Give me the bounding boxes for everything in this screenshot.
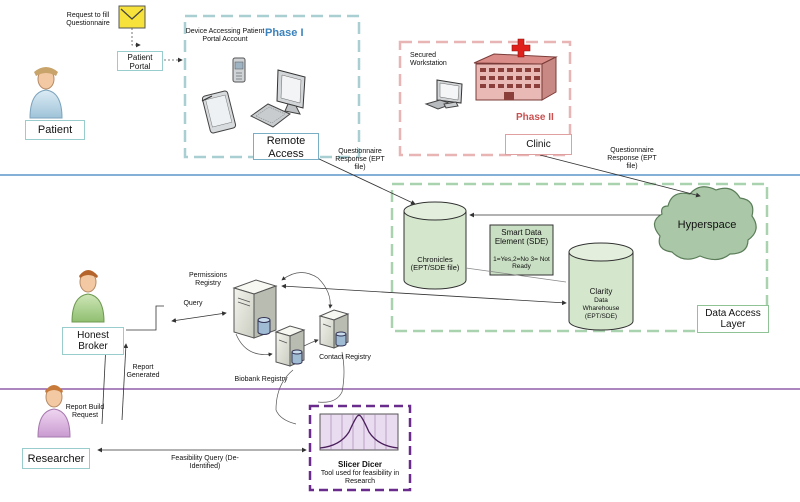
patient-portal-box[interactable]: Patient Portal	[117, 51, 163, 71]
data-access-frame	[390, 182, 769, 333]
researcher-person-icon	[37, 385, 71, 438]
remote-to-chronicles-arrow	[299, 149, 416, 205]
contact-slicer-curve	[317, 351, 345, 403]
phase2-frame	[398, 40, 572, 157]
questionnaire-response-left: Questionnaire Response (EPT file)	[335, 148, 385, 171]
biobank-registry-label: Biobank Registry	[234, 376, 288, 383]
clarity-database-icon	[568, 242, 634, 331]
contact-server-icon	[318, 309, 350, 349]
permissions-server-icon	[232, 279, 278, 339]
query-arrow	[171, 311, 227, 323]
researcher-box[interactable]: Researcher	[22, 448, 90, 469]
remote-access-box[interactable]: Remote Access	[253, 133, 319, 160]
permissions-registry-label: Permissions Registry	[188, 272, 228, 287]
report-generated-label: Report Generated	[126, 364, 160, 379]
envelope-to-portal-arrow	[131, 28, 141, 48]
tablet-icon	[201, 90, 237, 134]
clarity-subtitle: Data Wharehouse (EPT/SDE)	[582, 297, 620, 320]
report-build-request-label: Report Build Request	[65, 404, 105, 419]
hospital-building-icon	[473, 38, 558, 101]
slicer-dicer-title[interactable]: Slicer Dicer	[337, 460, 383, 469]
permissions-contact-curve	[281, 272, 333, 309]
report-build-arrow	[101, 343, 109, 425]
clinic-box[interactable]: Clinic	[505, 134, 572, 155]
desktop-monitor-icon	[276, 69, 306, 115]
chronicles-label: Chronicles (EPT/SDE file)	[410, 255, 460, 272]
biobank-server-icon	[274, 325, 306, 367]
chronicles-database-icon	[403, 201, 467, 290]
patient-person-icon	[29, 67, 63, 119]
sde-box	[489, 224, 554, 276]
feasibility-query-label: Feasibility Query (De-Identified)	[171, 455, 239, 470]
mobile-phone-icon	[232, 57, 246, 83]
report-generated-arrow	[121, 343, 129, 421]
phase1-title: Phase I	[265, 27, 304, 39]
workstation-label: Secured Workstation	[410, 52, 447, 67]
sde-values: 1=Yes,2=No 3= Not Ready	[493, 256, 550, 270]
patient-label-box[interactable]: Patient	[25, 120, 85, 140]
biobank-contact-curve	[303, 339, 319, 347]
clinic-to-hyperspace-arrow	[539, 154, 701, 198]
contact-registry-label: Contact Registry	[319, 354, 371, 361]
biobank-researcher-curve	[275, 369, 297, 425]
questionnaire-response-right: Questionnaire Response (EPT file)	[607, 147, 657, 170]
clarity-title: Clarity	[589, 287, 613, 296]
hyperspace-cloud-shape	[653, 186, 757, 261]
honest-broker-box[interactable]: Honest Broker	[62, 327, 124, 355]
keyboard-icon	[250, 103, 291, 128]
chronicles-to-clarity-line	[465, 267, 567, 283]
workstation-icon	[424, 79, 463, 110]
sde-title: Smart Data Element (SDE)	[494, 228, 549, 246]
envelope-icon	[118, 5, 146, 29]
broker-query-line	[126, 305, 164, 331]
bell-curve-chart-icon	[319, 413, 399, 451]
phase2-title: Phase II	[516, 112, 554, 123]
honest-broker-person-icon	[71, 270, 105, 323]
hyperspace-label: Hyperspace	[677, 219, 737, 231]
query-label: Query	[183, 300, 203, 307]
request-label: Request to fill Questionnaire	[66, 12, 110, 27]
data-access-layer-box[interactable]: Data Access Layer	[697, 305, 769, 333]
permissions-biobank-curve	[235, 333, 273, 357]
device-label: Device Accessing Patient Portal Account	[185, 28, 265, 43]
slicer-dicer-description: Tool used for feasibility in Research	[320, 470, 400, 485]
